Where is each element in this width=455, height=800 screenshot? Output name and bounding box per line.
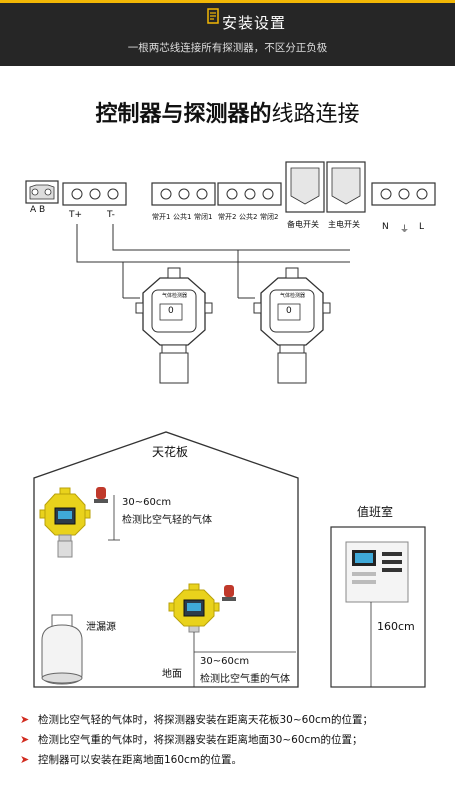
power-l-label: L <box>419 222 425 232</box>
note-item: ➤ 控制器可以安装在距离地面160cm的位置。 <box>20 750 373 770</box>
relay2-nc-label: 常闭2 <box>260 213 279 221</box>
ab-label: A B <box>30 205 46 215</box>
controller-cabinet <box>345 541 409 603</box>
detector-heavy-gas <box>168 583 220 633</box>
note-text: 检测比空气重的气体时，将探测器安装在距离地面30~60cm的位置； <box>38 734 363 746</box>
detector2-screen-title: 气体检测器 <box>280 293 306 299</box>
note-item: ➤ 检测比空气重的气体时，将探测器安装在距离地面30~60cm的位置； <box>20 730 373 750</box>
header-accent-bar <box>0 0 455 3</box>
detector1-screen-title: 气体检测器 <box>162 293 188 299</box>
heavy-gas-height: 30~60cm <box>200 656 250 667</box>
t-terminal-block <box>62 182 127 206</box>
alarm-light-1 <box>94 487 108 503</box>
backup-power-switch <box>285 161 325 213</box>
note-text: 控制器可以安装在距离地面160cm的位置。 <box>38 754 243 766</box>
note-item: ➤ 检测比空气轻的气体时，将探测器安装在距离天花板30~60cm的位置； <box>20 710 373 730</box>
detector-2 <box>253 267 331 384</box>
house-outline <box>33 431 299 688</box>
t-minus-label: T- <box>107 210 115 220</box>
ground-label: 地面 <box>162 669 182 680</box>
install-notes: ➤ 检测比空气轻的气体时，将探测器安装在距离天花板30~60cm的位置； ➤ 检测比… <box>20 710 373 770</box>
power-ground-label: ⏚ <box>400 225 410 235</box>
detector-light-gas <box>39 487 91 558</box>
duty-room-label: 值班室 <box>357 505 394 519</box>
section-title: 控制器与探测器的线路连接 <box>0 96 455 128</box>
leak-source-label: 泄漏源 <box>86 622 116 633</box>
duty-room-frame <box>330 526 426 688</box>
light-gas-height: 30~60cm <box>122 497 172 508</box>
controller-height-label: 160cm <box>377 620 415 633</box>
arrow-icon: ➤ <box>20 753 30 766</box>
header-subtitle: 一根两芯线连接所有探测器，不区分正负极 <box>127 42 328 54</box>
t-plus-label: T+ <box>69 210 83 220</box>
detector2-screen-value: 0 <box>286 306 292 316</box>
main-power-switch <box>326 161 366 213</box>
alarm-light-2 <box>222 585 236 601</box>
detector1-screen-value: 0 <box>168 306 174 316</box>
arrow-icon: ➤ <box>20 733 30 746</box>
section-title-light: 线路连接 <box>271 102 360 127</box>
relay1-terminal-block <box>151 182 216 206</box>
power-terminal-block <box>371 182 436 206</box>
relay1-nc-label: 常闭1 <box>194 213 213 221</box>
ab-terminal-block <box>25 180 59 204</box>
wiring-diagram <box>25 161 436 384</box>
heavy-gas-desc: 检测比空气重的气体 <box>200 674 290 685</box>
bus-wires <box>76 224 350 299</box>
installation-diagram <box>33 431 426 688</box>
power-n-label: N <box>382 222 389 232</box>
arrow-icon: ➤ <box>20 713 30 726</box>
section-title-bold: 控制器与探测器的 <box>95 102 272 127</box>
install-icon <box>207 8 219 28</box>
backup-power-label: 备电开关 <box>287 220 319 229</box>
light-gas-desc: 检测比空气轻的气体 <box>122 515 212 526</box>
relay2-com-label: 公共2 <box>239 213 258 221</box>
detector-1 <box>135 267 213 384</box>
relay2-terminal-block <box>217 182 282 206</box>
gas-cylinder <box>41 614 83 685</box>
header-banner: 安装设置 一根两芯线连接所有探测器，不区分正负极 <box>0 0 455 66</box>
relay1-no-label: 常开1 <box>152 213 171 221</box>
main-power-label: 主电开关 <box>328 220 360 229</box>
header-title: 安装设置 <box>222 14 287 32</box>
relay2-no-label: 常开2 <box>218 213 237 221</box>
note-text: 检测比空气轻的气体时，将探测器安装在距离天花板30~60cm的位置； <box>38 714 374 726</box>
relay1-com-label: 公共1 <box>173 213 192 221</box>
ceiling-label: 天花板 <box>152 445 189 459</box>
